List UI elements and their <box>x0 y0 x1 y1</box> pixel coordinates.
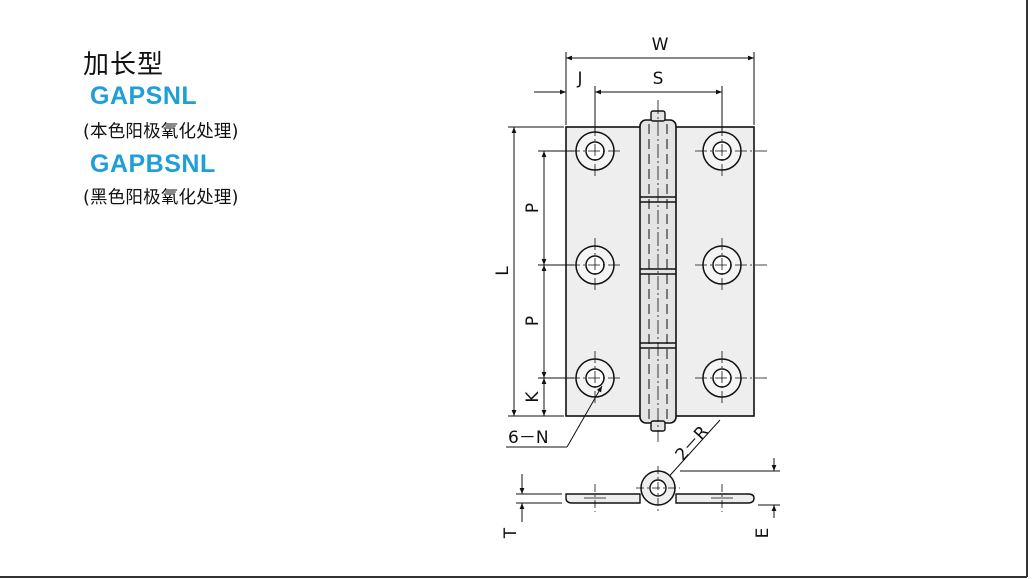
variant-code-black: GAPBSNL <box>90 150 216 178</box>
dim-label-l: L <box>493 266 513 276</box>
radius-callout: 2－R <box>672 422 714 465</box>
series-heading: 加长型 <box>83 50 165 80</box>
frame-border-right <box>1026 0 1028 577</box>
variant-code-natural: GAPSNL <box>90 82 198 110</box>
frame-border-bottom <box>0 576 1027 578</box>
side-view <box>565 466 755 512</box>
dim-label-p-lower: P <box>523 316 543 326</box>
front-view <box>565 100 770 442</box>
dim-label-t: T <box>501 527 521 539</box>
variant-note-black: (黑色阳极氧化处理) <box>83 188 239 208</box>
dim-label-s: S <box>653 69 664 89</box>
dim-label-p-upper: P <box>523 203 543 213</box>
dim-label-j: J <box>576 69 582 89</box>
dim-label-w: W <box>652 35 669 55</box>
hole-callout: 6－N <box>508 428 549 448</box>
dim-label-e: E <box>753 528 773 539</box>
variant-note-natural: (本色阳极氧化处理) <box>83 122 239 142</box>
dimension-lines <box>506 52 755 483</box>
dim-label-k: K <box>523 391 543 403</box>
